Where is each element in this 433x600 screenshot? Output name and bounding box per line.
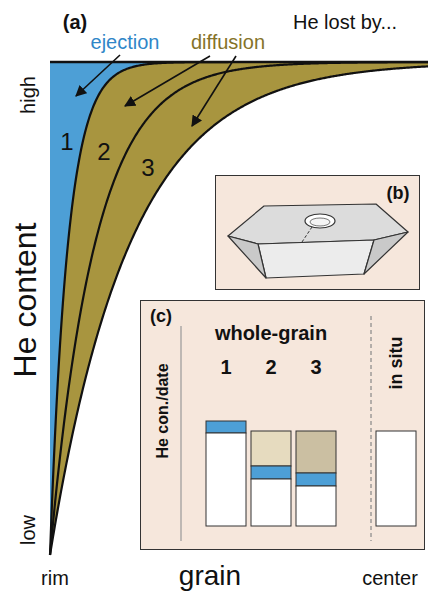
bar-segment [296,486,336,526]
group-heading: whole-grain [215,322,327,344]
diffusion-label: diffusion [191,31,265,53]
crystal-inset: (b) [215,175,420,290]
axis-line [180,326,181,541]
bar-segment [376,431,416,526]
axis-title: He content [8,223,43,378]
axis-tick-label: center [362,567,418,589]
leader-arrow [125,56,210,106]
bar-segment [251,431,291,466]
crystal-face [228,236,266,278]
panel-letter: (c) [150,307,172,327]
group-heading: in situ [387,337,407,390]
bar-number: 2 [265,356,276,378]
crystal-face [258,240,374,278]
axis-tick-label: low [17,515,39,545]
axis-title: He con./date [154,363,172,458]
bar-segment [296,431,336,473]
he-curve [50,66,428,555]
he-curve [50,62,428,555]
axis-title: grain [179,561,241,592]
leader-arrow [192,56,236,126]
he-curve [50,62,428,555]
bar-segment [251,466,291,479]
bar-number: 3 [310,356,321,378]
pit-depth-line [302,227,312,242]
leader-arrow [76,55,120,96]
ejection-area [50,62,428,555]
legend-heading: He lost by... [293,11,397,33]
bar-segment [296,473,336,486]
bar-segment [251,479,291,526]
divider-line [370,316,371,541]
ablation-pit [305,214,335,228]
diffusion-area [50,62,428,555]
bar-segment [206,433,246,526]
high-line [50,61,428,64]
panel-letter: (a) [63,11,87,33]
bar-number: 1 [220,356,231,378]
ablation-pit [310,218,330,226]
curve-number: 1 [60,129,73,155]
curve-number: 3 [141,155,154,181]
panel-letter: (b) [387,184,410,204]
curve-number: 2 [97,139,110,165]
axis-tick-label: high [17,76,39,114]
bar-segment [206,421,246,433]
ejection-label: ejection [91,31,160,53]
axis-tick-label: rim [41,567,69,589]
bar-inset: (c) He con./date whole-grain 1 2 3 in situ [140,300,425,550]
crystal-face [364,232,408,274]
